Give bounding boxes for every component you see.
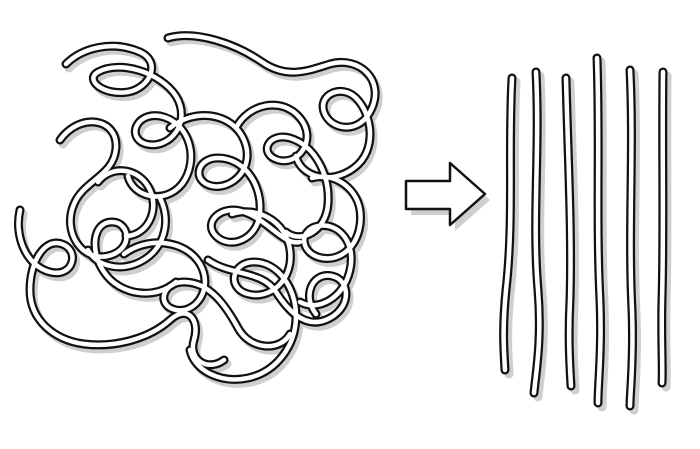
straight-noodles [499, 53, 672, 415]
right-arrow-icon [404, 161, 490, 231]
tangled-noodles [14, 31, 383, 388]
